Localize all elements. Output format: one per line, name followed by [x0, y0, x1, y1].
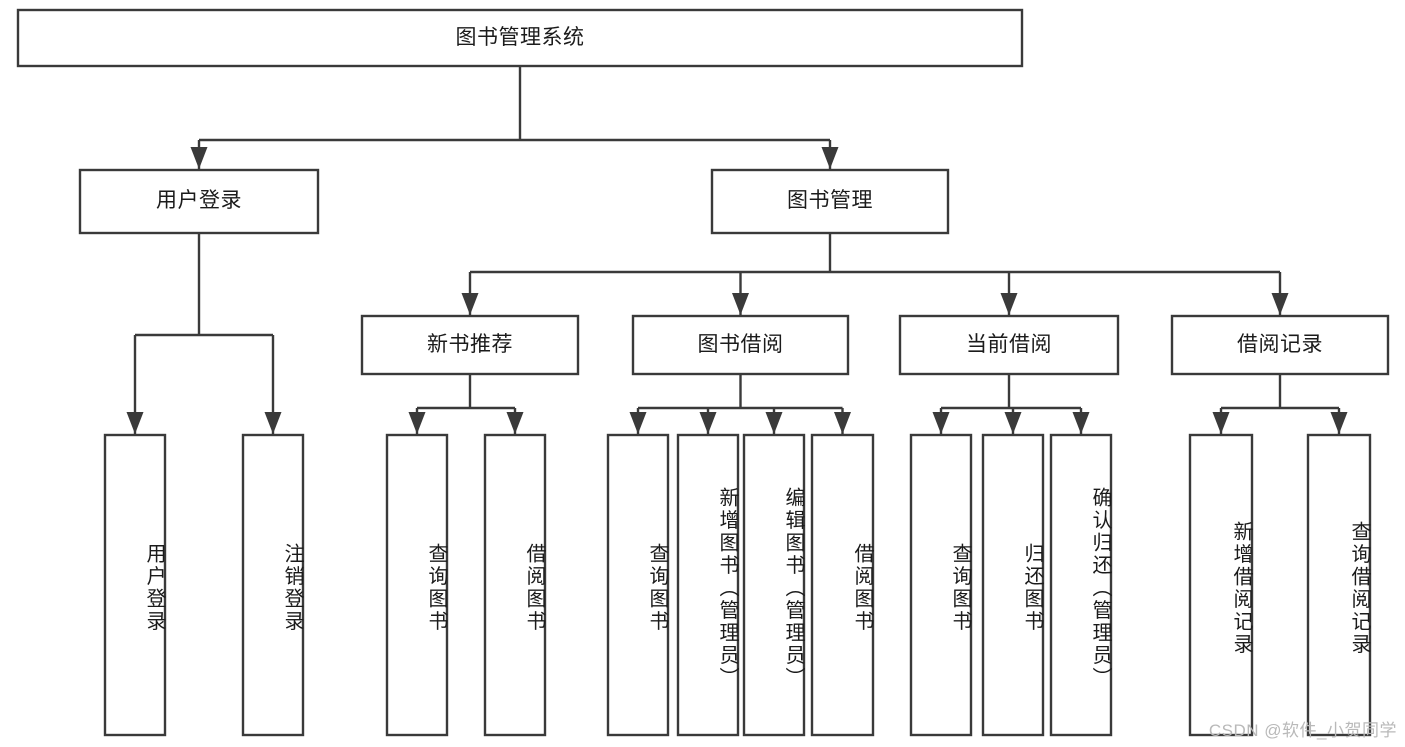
- arrow-head-icon: [1000, 293, 1018, 315]
- node-box-leaf_4[interactable]: [606, 433, 670, 737]
- arrow-head-icon: [1212, 412, 1230, 434]
- node-box-l3_2[interactable]: [898, 314, 1120, 376]
- node-box-leaf_5[interactable]: [676, 433, 740, 737]
- node-box-leaf_7[interactable]: [810, 433, 875, 737]
- csdn-watermark: CSDN @软件_小贺同学: [1208, 721, 1397, 740]
- node-box-leaf_12[interactable]: [1306, 433, 1372, 737]
- arrow-head-icon: [732, 293, 749, 315]
- node-box-layer: [16, 8, 1390, 737]
- node-box-leaf_10[interactable]: [1049, 433, 1113, 737]
- node-box-leaf_3[interactable]: [483, 433, 547, 737]
- node-box-l2_0[interactable]: [78, 168, 320, 235]
- arrow-head-icon: [1004, 412, 1022, 434]
- arrow-head-icon: [506, 412, 524, 434]
- arrow-head-icon: [126, 412, 144, 434]
- node-box-leaf_2[interactable]: [385, 433, 449, 737]
- node-box-l3_3[interactable]: [1170, 314, 1390, 376]
- arrow-head-icon: [461, 293, 479, 315]
- arrow-head-icon: [190, 147, 208, 169]
- arrow-head-icon: [932, 412, 950, 434]
- node-box-l2_1[interactable]: [710, 168, 950, 235]
- arrow-head-icon: [834, 412, 851, 434]
- connector-layer: [126, 66, 1348, 434]
- arrow-head-icon: [821, 147, 839, 169]
- arrow-head-icon: [629, 412, 647, 434]
- node-box-leaf_8[interactable]: [909, 433, 973, 737]
- node-box-leaf_1[interactable]: [241, 433, 305, 737]
- node-box-leaf_6[interactable]: [742, 433, 806, 737]
- arrow-head-icon: [1072, 412, 1090, 434]
- node-box-root[interactable]: [16, 8, 1024, 68]
- arrow-head-icon: [1330, 412, 1348, 434]
- node-box-leaf_9[interactable]: [981, 433, 1045, 737]
- arrow-head-icon: [699, 412, 717, 434]
- arrow-head-icon: [264, 412, 282, 434]
- node-box-l3_0[interactable]: [360, 314, 580, 376]
- node-box-l3_1[interactable]: [631, 314, 850, 376]
- arrow-head-icon: [408, 412, 426, 434]
- arrow-head-icon: [765, 412, 783, 434]
- arrow-head-icon: [1271, 293, 1289, 315]
- node-box-leaf_11[interactable]: [1188, 433, 1254, 737]
- node-box-leaf_0[interactable]: [103, 433, 167, 737]
